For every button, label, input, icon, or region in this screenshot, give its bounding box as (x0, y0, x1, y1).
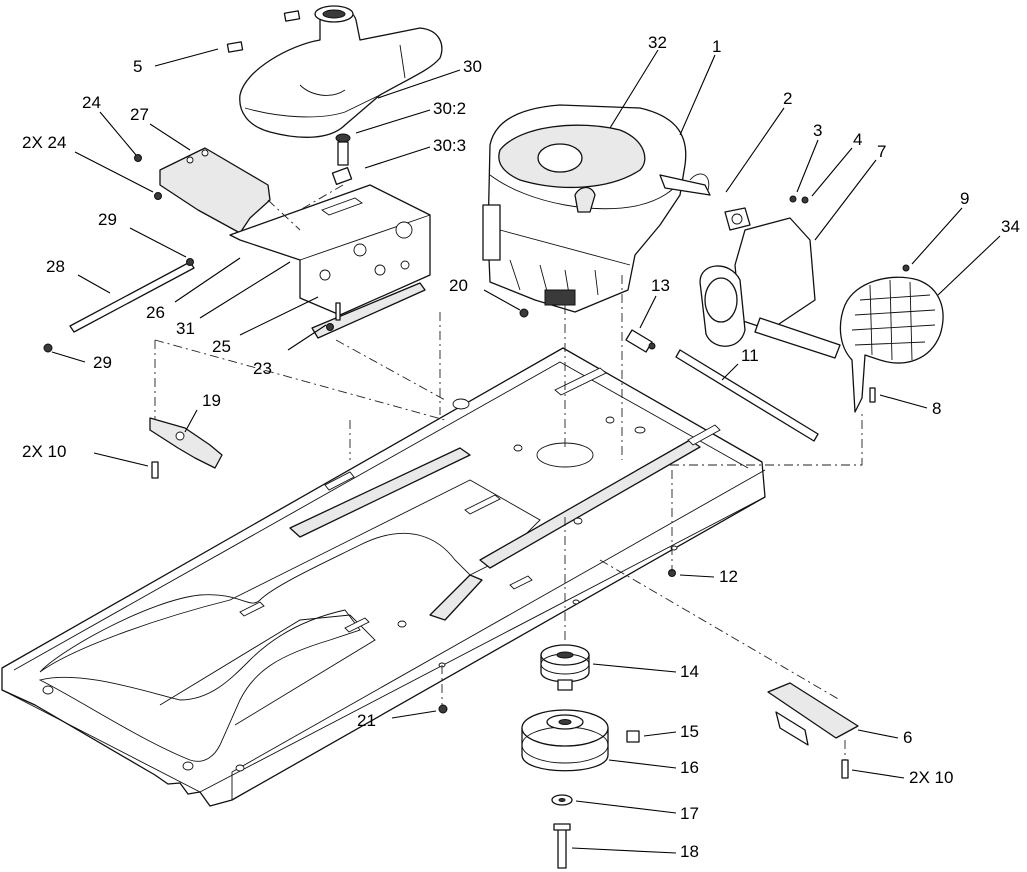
callout-6: 6 (903, 728, 913, 747)
callout-34: 34 (1001, 217, 1020, 236)
small-hardware (43, 154, 910, 779)
callout-21: 21 (357, 711, 376, 730)
callout-3: 3 (813, 121, 823, 140)
callout-4: 4 (853, 130, 863, 149)
heat-shield (839, 276, 944, 413)
callout-18: 18 (680, 842, 699, 861)
fuel-tank (226, 5, 443, 138)
callout-8: 8 (932, 399, 942, 418)
callout-2: 2 (783, 89, 793, 108)
rod-28 (69, 261, 195, 333)
bolt-18 (553, 823, 571, 869)
callout-26: 26 (146, 303, 165, 322)
callout-2x24: 2X 24 (22, 133, 67, 152)
clutch-16 (521, 709, 640, 772)
callout-13: 13 (651, 276, 670, 295)
assembly-lines (154, 184, 863, 760)
fuel-fitting (331, 133, 353, 186)
chassis-frame (1, 347, 766, 807)
callout-17: 17 (680, 804, 699, 823)
callout-2x10-right: 2X 10 (909, 768, 954, 787)
callout-28: 28 (46, 257, 65, 276)
callout-5: 5 (133, 57, 143, 76)
callout-1: 1 (712, 37, 722, 56)
engine (482, 104, 711, 313)
washer-17 (551, 794, 573, 806)
callout-24: 24 (82, 93, 101, 112)
callout-7: 7 (877, 142, 887, 161)
bracket-19 (149, 417, 223, 469)
pulley-14 (540, 644, 590, 691)
callout-20: 20 (449, 276, 468, 295)
callout-23: 23 (253, 359, 272, 378)
callout-32: 32 (648, 33, 667, 52)
bracket-25 (311, 282, 426, 339)
callout-15: 15 (680, 722, 699, 741)
callout-16: 16 (680, 758, 699, 777)
bracket-27 (159, 147, 271, 234)
callout-30: 30 (463, 57, 482, 76)
callout-29-lower: 29 (93, 353, 112, 372)
bracket-6 (767, 682, 859, 746)
muffler (699, 207, 841, 359)
fitting-13 (625, 329, 656, 353)
callout-25: 25 (212, 337, 231, 356)
leader-lines (51, 48, 1001, 854)
callout-12: 12 (719, 567, 738, 586)
callout-2x10-left: 2X 10 (22, 442, 67, 461)
callout-30-3: 30:3 (433, 136, 467, 155)
callout-19: 19 (202, 391, 221, 410)
rod-11 (675, 349, 819, 442)
callout-30-2: 30:2 (433, 99, 467, 118)
callout-31: 31 (176, 319, 195, 338)
callout-14: 14 (680, 662, 699, 681)
callout-9: 9 (960, 189, 970, 208)
callout-11: 11 (741, 346, 759, 365)
callout-27: 27 (130, 105, 149, 124)
callout-29-upper: 29 (98, 210, 117, 229)
